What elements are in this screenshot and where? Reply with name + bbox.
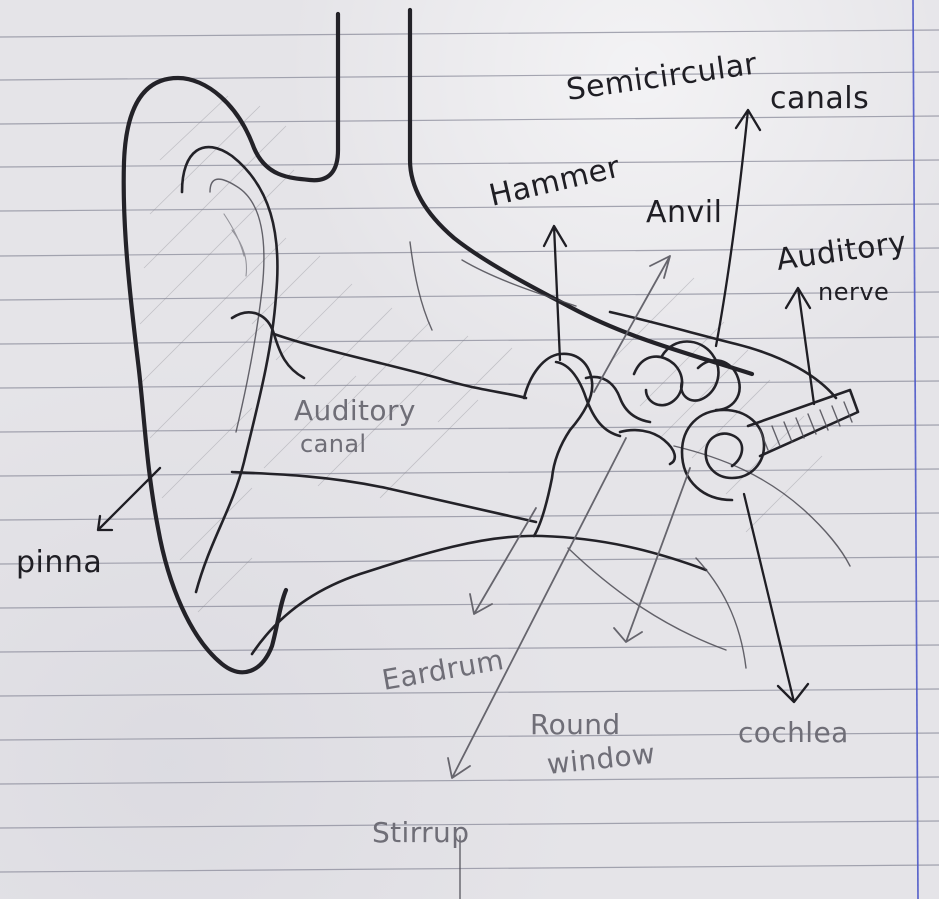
lower-ear-boundary: [252, 536, 706, 654]
antihelix-fold: [224, 214, 246, 276]
round-window-label-line2: window: [545, 737, 656, 781]
rule-line: [0, 865, 939, 872]
round-window-label-line1: Round: [530, 708, 621, 741]
shading-inner-ear: [612, 278, 822, 532]
cochlea-label: cochlea: [738, 716, 849, 749]
auditory-canal-label-line1: Auditory: [294, 394, 416, 427]
semicircular-canals-arrow: [716, 110, 760, 346]
rule-line: [0, 30, 939, 37]
shading-canal: [252, 256, 512, 498]
rule-line: [0, 337, 939, 344]
inner-ear-base: [674, 446, 850, 566]
eardrum-and-ossicles: [524, 342, 858, 537]
round-window-arrow: [614, 468, 690, 642]
pinna-label: pinna: [16, 545, 102, 580]
semicircular-canals-label-line2: canals: [770, 81, 869, 116]
rule-line: [0, 821, 939, 828]
hammer-bone: [556, 362, 620, 436]
rule-line: [0, 116, 939, 124]
hammer-label: Hammer: [486, 150, 624, 214]
rule-line: [0, 557, 939, 564]
anvil-label: Anvil: [646, 195, 722, 230]
auditory-canal-bottom: [232, 472, 536, 522]
shading: [140, 96, 822, 612]
rule-line: [0, 513, 939, 520]
auditory-canal-label-line2: canal: [300, 430, 367, 458]
auditory-nerve-label-line2: nerve: [818, 278, 889, 306]
labels: Semicircular canals Hammer Anvil Auditor…: [16, 47, 909, 849]
cochlea-arrow: [744, 494, 808, 702]
eardrum-label: Eardrum: [379, 643, 506, 697]
rule-line: [0, 72, 939, 80]
semicircular-canal-left: [634, 357, 682, 406]
rule-line: [0, 160, 939, 167]
auditory-nerve-arrow: [786, 288, 814, 404]
auditory-nerve-label-line1: Auditory: [774, 225, 909, 278]
stirrup-label: Stirrup: [372, 816, 469, 849]
rule-line: [0, 777, 939, 784]
margin-line: [913, 0, 918, 899]
rule-line: [0, 601, 939, 608]
stirrup-bone: [620, 430, 675, 464]
auditory-canal-top: [274, 334, 526, 398]
skull-surface: [410, 242, 576, 330]
helix: [182, 147, 277, 592]
pinna-arrow: [98, 468, 160, 530]
eustachian-tube: [568, 548, 746, 668]
rule-line: [0, 425, 939, 432]
eardrum-shape: [524, 354, 592, 536]
rule-line: [0, 469, 939, 476]
rule-line: [0, 204, 939, 211]
semicircular-canals-label-line1: Semicircular: [564, 47, 759, 108]
